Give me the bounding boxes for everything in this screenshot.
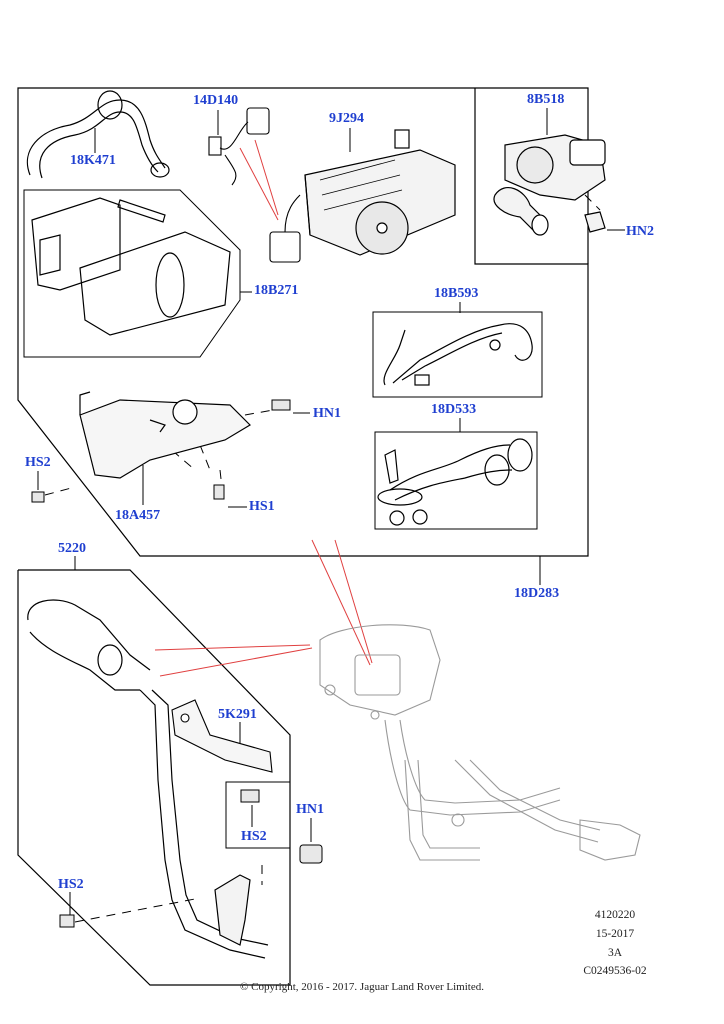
label-hn2[interactable]: HN2: [626, 224, 654, 239]
label-18d533[interactable]: 18D533: [431, 402, 477, 417]
label-hs2-upper[interactable]: HS2: [25, 455, 51, 470]
label-18a457[interactable]: 18A457: [115, 508, 161, 523]
label-hn1-lower[interactable]: HN1: [296, 802, 324, 817]
red-callout-leaders: [154, 139, 373, 677]
fasteners: [31, 399, 323, 928]
group-5220-boundary: [17, 569, 291, 986]
label-hs2-lower[interactable]: HS2: [58, 877, 84, 892]
label-leaders: [37, 108, 625, 915]
heater-unit-9j294: [304, 129, 456, 256]
label-18k471[interactable]: 18K471: [70, 153, 116, 168]
copyright: © Copyright, 2016 - 2017. Jaguar Land Ro…: [240, 981, 484, 993]
label-hn1-upper[interactable]: HN1: [313, 406, 341, 421]
ref-revision: 3A: [607, 947, 623, 959]
hose-18d533: [377, 438, 533, 526]
label-8b518[interactable]: 8B518: [527, 92, 565, 107]
label-9j294[interactable]: 9J294: [329, 111, 364, 126]
label-hs2-mid[interactable]: HS2: [241, 829, 267, 844]
group-8b518-boundary: [475, 87, 589, 264]
label-18b271[interactable]: 18B271: [254, 283, 299, 298]
group-18d533-box: [374, 431, 538, 530]
pump-8b518: [493, 134, 606, 236]
label-5220[interactable]: 5220: [58, 541, 86, 556]
ref-code: C0249536-02: [583, 965, 647, 977]
label-18d283[interactable]: 18D283: [514, 586, 560, 601]
group-18b593-box: [372, 311, 543, 398]
exhaust-pipe-5220: [27, 599, 269, 959]
group-18b271-box: [23, 189, 241, 358]
ref-date: 15-2017: [595, 928, 635, 940]
group-18d283-boundary: [17, 87, 589, 557]
label-hs1[interactable]: HS1: [249, 499, 275, 514]
covers-18b271: [31, 197, 231, 336]
bracket-18a457: [79, 391, 251, 479]
label-18b593[interactable]: 18B593: [434, 286, 479, 301]
label-5k291[interactable]: 5K291: [218, 707, 257, 722]
harness-14d140: [208, 107, 301, 263]
label-14d140[interactable]: 14D140: [193, 93, 239, 108]
assembly-overview: [319, 624, 641, 861]
bracket-5k291: [171, 699, 273, 773]
hose-18k471: [26, 90, 170, 179]
group-hs2-bracket: [225, 781, 290, 849]
pipe-18b593: [383, 323, 533, 386]
ref-number: 4120220: [594, 909, 636, 921]
